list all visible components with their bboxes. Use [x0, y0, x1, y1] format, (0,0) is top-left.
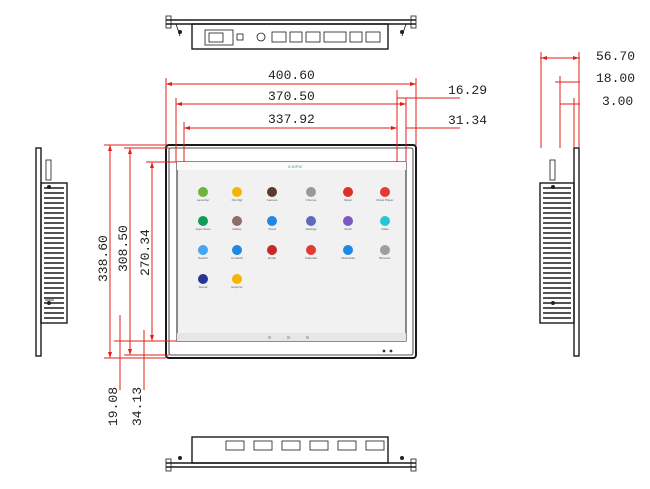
app-label: Browser — [379, 256, 390, 260]
bottom-view — [165, 436, 417, 472]
dim-screen-width: 337.92 — [268, 112, 315, 127]
dim-overall-width: 400.60 — [268, 68, 315, 83]
app-icon[interactable]: Music — [343, 187, 353, 202]
dim-total-depth: 56.70 — [596, 49, 635, 64]
app-label: Email — [268, 256, 276, 260]
app-icon[interactable]: Camera — [267, 187, 278, 202]
dim-side-frame: 16.29 — [448, 83, 487, 98]
app-icon[interactable]: Contacts — [231, 245, 243, 260]
app-icon[interactable]: Music Player — [376, 187, 394, 202]
app-icon[interactable]: Calendar — [305, 245, 317, 260]
app-label: Launcher — [197, 198, 210, 202]
app-icon[interactable]: Search — [198, 245, 208, 260]
app-icon[interactable]: File Mgr — [232, 187, 243, 202]
app-label: Contacts — [231, 256, 243, 260]
status-time: 5:40PM — [288, 164, 302, 169]
top-view — [165, 15, 417, 50]
left-side-view — [35, 147, 68, 357]
dim-overall-height: 338.60 — [96, 235, 111, 282]
app-icon[interactable]: Cloud — [267, 216, 277, 231]
app-label: Apps Store — [196, 227, 211, 231]
app-icon[interactable]: Sound — [198, 274, 208, 289]
dimension-lines — [104, 52, 580, 390]
app-icon[interactable]: Settings — [306, 216, 317, 231]
dim-bottom-margin: 34.13 — [130, 387, 145, 426]
power-socket — [204, 29, 234, 46]
power-button-icon — [256, 32, 266, 42]
app-label: Chrome — [306, 198, 317, 202]
dim-side-inner: 31.34 — [448, 113, 487, 128]
app-icon[interactable]: Apps Store — [196, 216, 211, 231]
app-icon[interactable]: Email — [267, 245, 277, 260]
serial-port — [253, 440, 273, 451]
app-icon[interactable]: Launcher — [197, 187, 210, 202]
nav-bar — [268, 336, 309, 339]
serial-port — [225, 440, 245, 451]
app-label: Video — [381, 227, 389, 231]
app-label: Music Player — [376, 198, 393, 202]
app-icon[interactable]: Download — [341, 245, 355, 260]
app-icon[interactable]: Gallery — [232, 216, 242, 231]
app-label: Settings — [306, 227, 317, 231]
serial-port — [281, 440, 301, 451]
app-label: Music — [344, 198, 352, 202]
app-label: Calendar — [305, 256, 317, 260]
app-label: Gallery — [232, 227, 242, 231]
app-label: Sound — [199, 285, 208, 289]
app-label: Camera — [267, 198, 278, 202]
dim-outer-height: 308.50 — [116, 225, 131, 272]
serial-port — [365, 440, 385, 451]
dim-flange-depth: 18.00 — [596, 71, 635, 86]
app-label: File Mgr — [232, 198, 243, 202]
dimension-labels: 400.60 370.50 337.92 16.29 31.34 56.70 1… — [96, 49, 635, 426]
app-label: Clock — [344, 227, 352, 231]
serial-port — [309, 440, 329, 451]
app-icon[interactable]: Explorer — [231, 274, 243, 289]
app-label: Search — [198, 256, 208, 260]
serial-port — [337, 440, 357, 451]
dim-bottom-edge: 19.08 — [106, 387, 121, 426]
app-label: Explorer — [231, 285, 242, 289]
app-grid: Launcher File Mgr Camera Chrome Music Music P… — [196, 187, 394, 289]
dim-outer-width: 370.50 — [268, 89, 315, 104]
app-icon[interactable]: Video — [380, 216, 390, 231]
app-icon[interactable]: Chrome — [306, 187, 317, 202]
app-icon[interactable]: Browser — [379, 245, 391, 260]
app-label: Download — [341, 256, 355, 260]
touch-screen — [176, 161, 407, 342]
app-icon[interactable]: Clock — [343, 216, 353, 231]
right-side-view — [539, 147, 580, 357]
app-label: Cloud — [268, 227, 276, 231]
dim-screen-height: 270.34 — [138, 229, 153, 276]
dim-bezel-depth: 3.00 — [602, 94, 633, 109]
front-view: 5:40PM Launcher File Mgr Camera Chrome Music… — [165, 144, 417, 359]
